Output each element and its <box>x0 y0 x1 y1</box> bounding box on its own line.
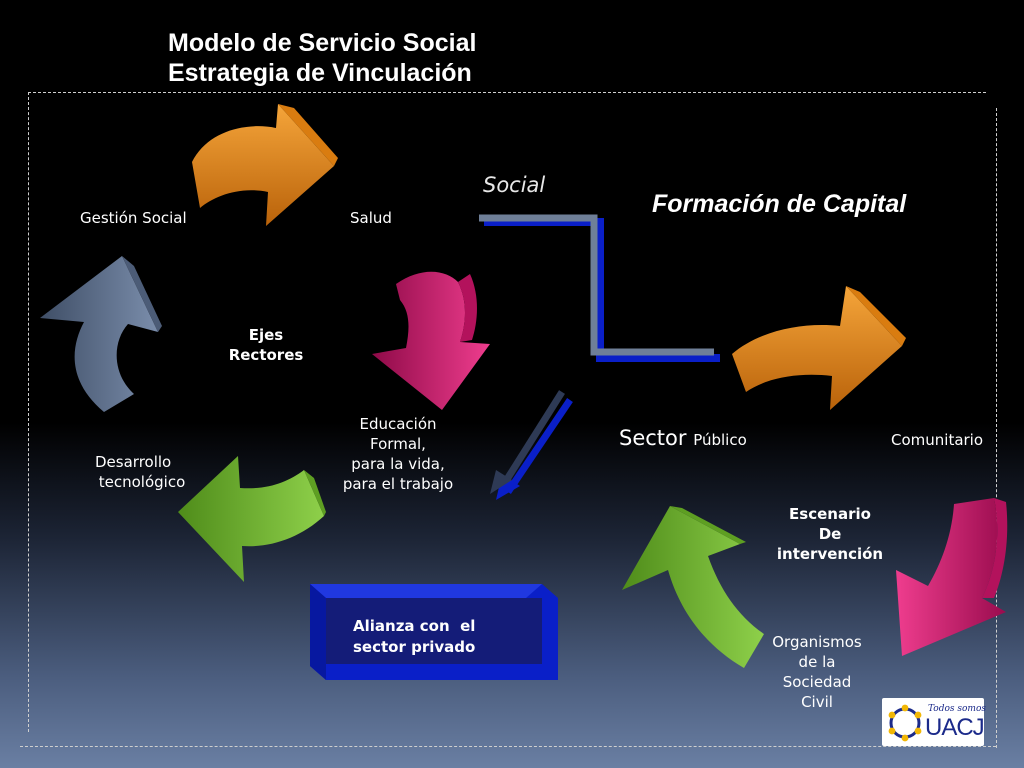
organismos-line-3: Sociedad <box>782 673 852 691</box>
organismos-line-2: de la <box>798 653 836 671</box>
title-line-1: Modelo de Servicio Social <box>168 29 477 57</box>
alianza-box <box>310 584 558 680</box>
escenario-line-1: Escenario <box>789 505 871 523</box>
frame-top-border <box>28 92 986 93</box>
frame-right-border <box>996 108 997 748</box>
uacj-ring-icon <box>888 704 922 742</box>
organismos-line-4: Civil <box>801 693 833 711</box>
alianza-line-1: Alianza con el <box>353 617 476 635</box>
label-comunitario: Comunitario <box>891 431 984 449</box>
orange-right-arrow-icon <box>732 286 906 410</box>
orange-curved-arrow-icon <box>192 104 338 226</box>
educacion-line-4: para el trabajo <box>342 475 454 493</box>
ejes-line-1: Ejes <box>248 326 284 344</box>
logo-tagline: Todos somos <box>928 704 986 714</box>
logo-name: UACJ <box>925 714 985 741</box>
title-line-2: Estrategia de Vinculación <box>168 59 472 87</box>
ejes-line-2: Rectores <box>228 346 304 364</box>
label-ejes-rectores: Ejes Rectores <box>222 325 310 365</box>
label-desarrollo-tecnologico: Desarrollo tecnológico <box>92 452 192 492</box>
uacj-logo: Todos somos UACJ <box>882 698 986 746</box>
educacion-line-2: Formal, <box>370 435 426 453</box>
label-escenario-intervencion: Escenario De intervención <box>768 504 892 564</box>
publico-word: Público <box>693 431 747 449</box>
label-educacion: Educación Formal, para la vida, para el … <box>330 414 466 494</box>
slate-curved-arrow-icon <box>40 256 162 412</box>
frame-left-border <box>28 92 29 732</box>
step-connector-line <box>479 214 720 362</box>
green-up-arrow-icon <box>622 506 764 668</box>
organismos-line-1: Organismos <box>772 633 862 651</box>
label-organismos-sociedad-civil: Organismos de la Sociedad Civil <box>762 632 872 712</box>
escenario-line-2: De <box>818 525 842 543</box>
alianza-line-2: sector privado <box>353 638 476 656</box>
label-social: Social <box>483 173 546 197</box>
sector-word: Sector <box>619 426 687 450</box>
desarrollo-line-1: Desarrollo <box>95 453 172 471</box>
magenta-right-arrow-icon <box>896 498 1008 656</box>
magenta-curved-arrow-icon <box>372 271 490 410</box>
diagonal-down-arrow-icon <box>490 390 573 500</box>
educacion-line-1: Educación <box>359 415 437 433</box>
page-title: Modelo de Servicio Social Estrategia de … <box>168 28 476 88</box>
label-formacion-capital: Formación de Capital <box>652 190 907 218</box>
educacion-line-3: para la vida, <box>351 455 445 473</box>
label-alianza-sector-privado: Alianza con el sector privado <box>353 616 475 658</box>
label-gestion-social: Gestión Social <box>80 209 187 227</box>
escenario-line-3: intervención <box>776 545 884 563</box>
label-sector-publico: Sector Público <box>619 426 747 450</box>
green-curved-arrow-icon <box>178 456 326 582</box>
desarrollo-line-2: tecnológico <box>98 473 186 491</box>
frame-bottom-border <box>20 746 996 747</box>
label-salud: Salud <box>350 209 392 227</box>
